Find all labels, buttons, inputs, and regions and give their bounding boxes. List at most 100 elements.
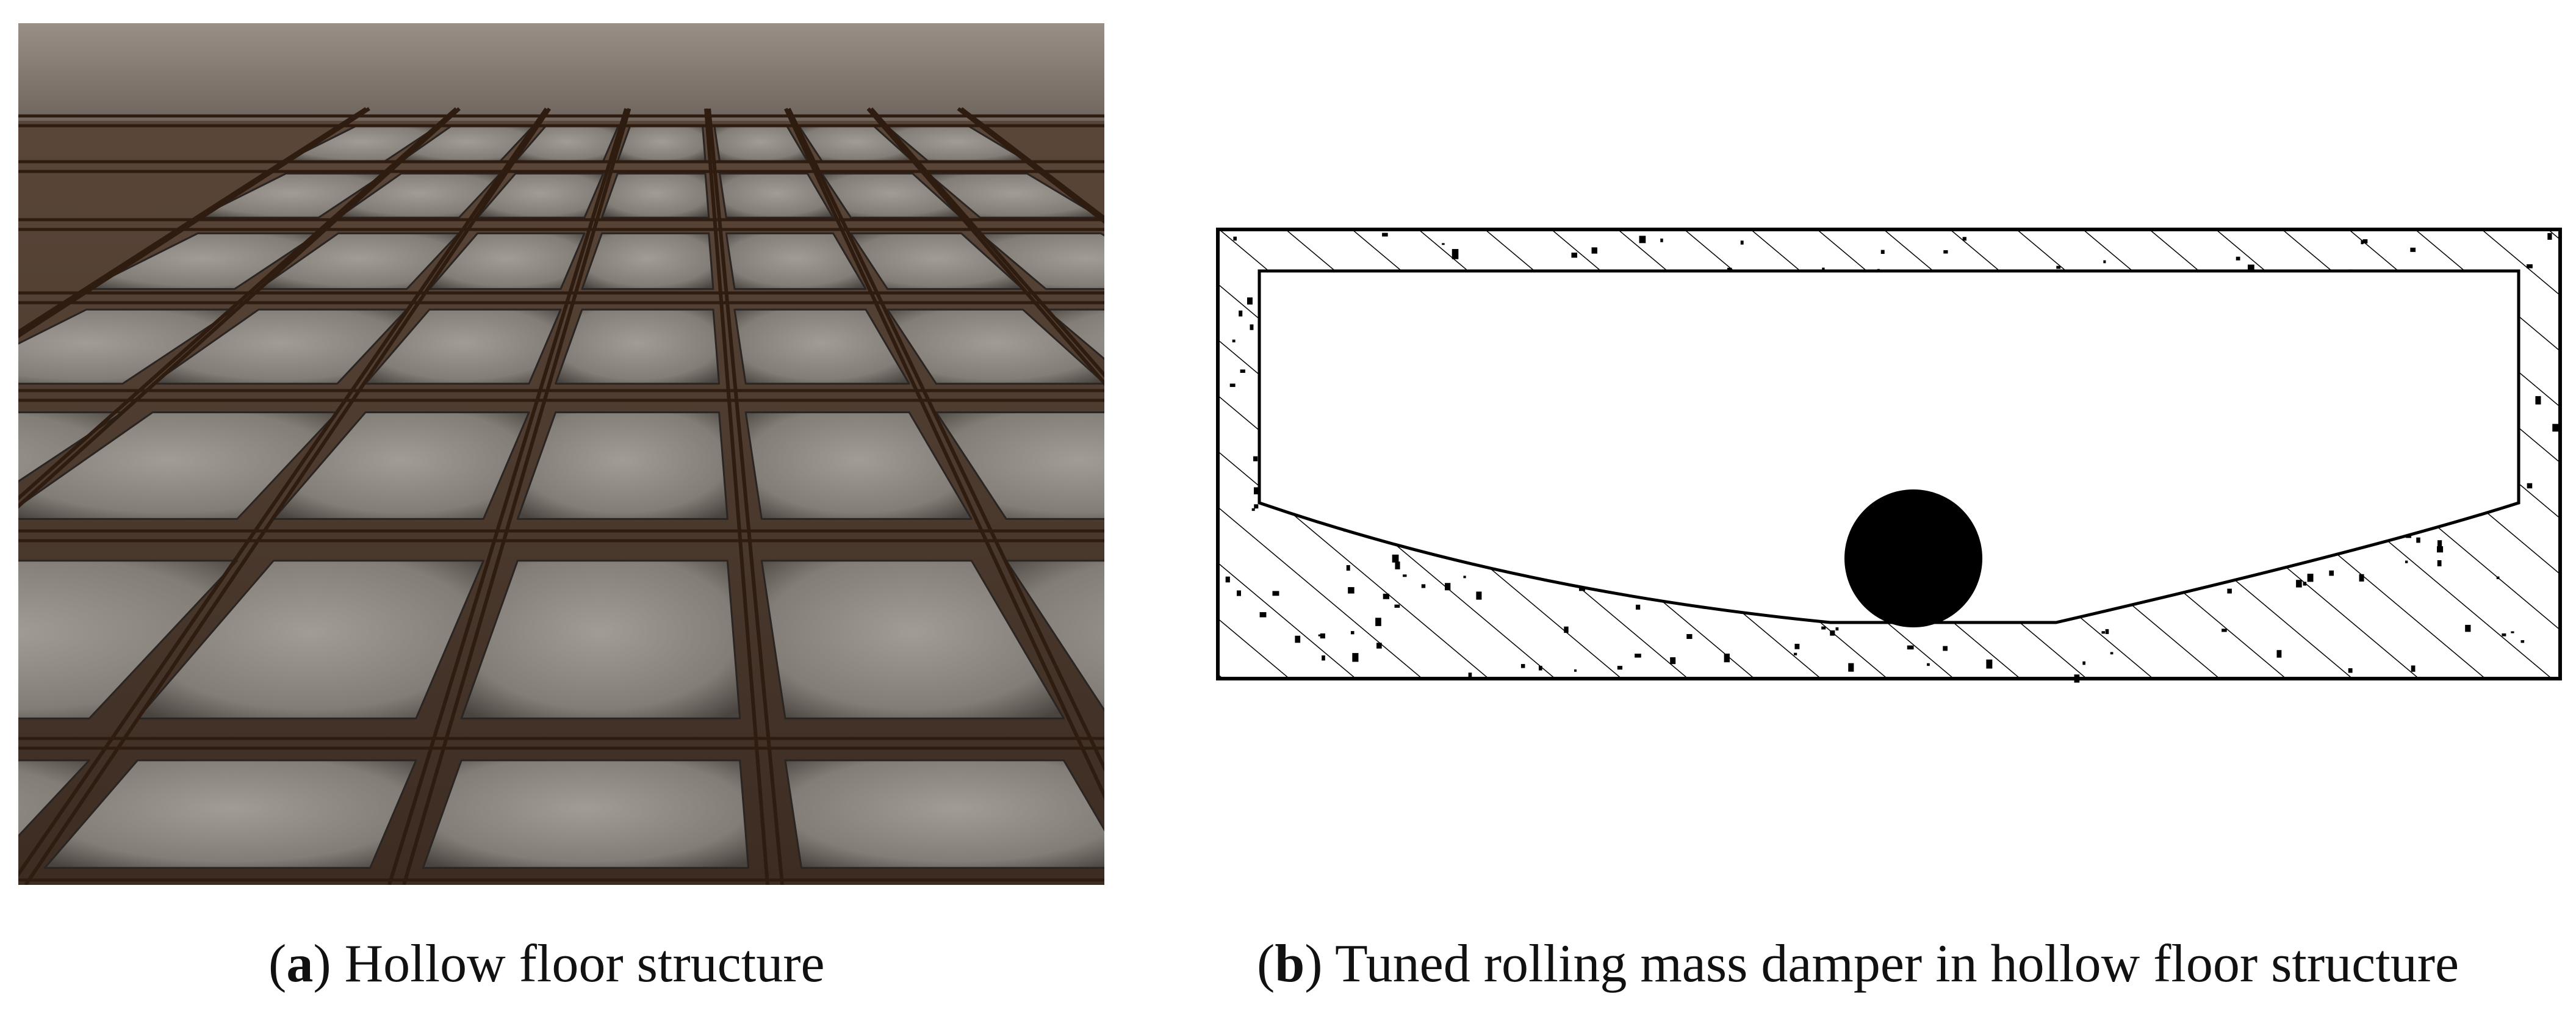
aggregate-dot <box>1476 591 1482 600</box>
formwork-box <box>616 125 707 162</box>
aggregate-dot <box>1574 669 1577 672</box>
formwork-box <box>718 172 835 219</box>
aggregate-dot <box>1320 633 1325 639</box>
aggregate-dot <box>1392 554 1399 563</box>
rebar-longitudinal <box>18 107 367 334</box>
aggregate-dot <box>1830 630 1835 636</box>
formwork-box <box>784 759 1104 869</box>
formwork-box <box>136 560 484 720</box>
aggregate-dot <box>1821 626 1826 630</box>
aggregate-dot <box>1927 663 1930 666</box>
formwork-box <box>887 308 1104 385</box>
aggregate-dot <box>1617 666 1623 670</box>
formwork-box <box>18 560 239 720</box>
aggregate-dot <box>1240 369 1245 373</box>
aggregate-dot <box>1445 583 1451 591</box>
aggregate-dot <box>1352 653 1359 662</box>
formwork-box <box>1005 560 1104 712</box>
rebar-longitudinal <box>704 108 769 885</box>
rebar-longitudinal <box>18 107 458 501</box>
aggregate-dot <box>1686 634 1693 639</box>
aggregate-dot <box>1724 654 1730 663</box>
formwork-box <box>428 232 586 290</box>
aggregate-dot <box>2520 640 2525 643</box>
aggregate-dot <box>1253 456 1258 461</box>
aggregate-dot <box>2405 560 2408 563</box>
aggregate-dot <box>2307 574 2314 582</box>
caption-text-a: Hollow floor structure <box>344 934 825 994</box>
rebar-longitudinal <box>866 107 1104 386</box>
aggregate-dot <box>1794 652 1797 655</box>
formwork-box <box>581 232 714 290</box>
aggregate-dot <box>1564 626 1569 633</box>
rebar-longitudinal <box>18 107 461 509</box>
aggregate-dot <box>1383 593 1390 599</box>
aggregate-dot <box>1943 250 1948 254</box>
formwork-box <box>85 232 320 290</box>
aggregate-dot <box>1421 584 1426 588</box>
aggregate-dot <box>1660 238 1663 242</box>
aggregate-dot <box>2236 256 2240 261</box>
formwork-box <box>364 308 562 385</box>
aggregate-dot <box>1348 587 1355 594</box>
aggregate-dot <box>1520 664 1525 668</box>
aggregate-dot <box>2247 264 2254 274</box>
aggregate-dot <box>2465 624 2471 632</box>
hollow-cavity-outline <box>1257 269 2520 624</box>
aggregate-dot <box>1247 297 1253 305</box>
aggregate-dot <box>1376 643 1382 649</box>
rolling-mass-ball <box>1844 489 1982 627</box>
aggregate-dot <box>1468 673 1472 678</box>
aggregate-dot <box>1239 310 1243 317</box>
panel-letter-b: b <box>1275 934 1305 994</box>
aggregate-dot <box>2103 260 2106 264</box>
aggregate-dot <box>1254 504 1259 509</box>
aggregate-dot <box>2416 537 2420 543</box>
aggregate-dot <box>2359 574 2364 582</box>
aggregate-dot <box>1272 591 1279 596</box>
caption-panel-b: (b) Tuned rolling mass damper in hollow … <box>1257 934 2459 994</box>
aggregate-dot <box>1375 618 1381 626</box>
caption-panel-a: (a) Hollow floor structure <box>268 934 825 994</box>
aggregate-dot <box>1225 576 1230 583</box>
aggregate-dot <box>2437 560 2442 566</box>
aggregate-dot <box>1794 643 1800 649</box>
formwork-boxes <box>18 125 1104 869</box>
formwork-box <box>1045 308 1104 361</box>
formwork-box <box>18 411 124 483</box>
formwork-box <box>422 759 750 869</box>
aggregate-dot <box>2362 239 2368 243</box>
aggregate-dot <box>1236 590 1242 596</box>
aggregate-dot <box>1251 508 1255 511</box>
aggregate-dot <box>2227 588 2232 594</box>
aggregate-dot <box>1254 487 1259 495</box>
aggregate-dot <box>1986 659 1993 669</box>
aggregate-dot <box>2296 580 2302 588</box>
damper-diagram <box>1216 228 2562 683</box>
aggregate-dot <box>2329 570 2334 576</box>
aggregate-dot <box>2547 233 2552 240</box>
aggregate-dot <box>1394 604 1400 608</box>
aggregate-dot <box>2303 582 2307 586</box>
aggregate-dot <box>2410 247 2416 252</box>
panel-letter-a: a <box>286 934 314 994</box>
aggregate-dot <box>1848 663 1854 672</box>
formwork-box <box>18 759 90 838</box>
caption-text-b: Tuned rolling mass damper in hollow floo… <box>1334 934 2459 994</box>
formwork-box <box>272 411 530 520</box>
aggregate-dot <box>1463 575 1466 579</box>
aggregate-dot <box>1962 237 1966 241</box>
aggregate-dot <box>1907 645 1914 650</box>
aggregate-dot <box>2437 546 2444 553</box>
rebar-longitudinal <box>787 107 1104 772</box>
rebar-longitudinal <box>24 107 552 885</box>
slab-outline <box>1216 228 2562 680</box>
aggregate-dot <box>2276 650 2282 658</box>
formwork-box <box>733 308 910 385</box>
aggregate-dot <box>2082 661 2085 665</box>
formwork-box <box>600 172 710 219</box>
aggregate-dot <box>1382 233 1388 237</box>
aggregate-dot <box>1318 634 1322 637</box>
formwork-box <box>979 232 1104 290</box>
aggregate-dot <box>2101 631 2105 634</box>
